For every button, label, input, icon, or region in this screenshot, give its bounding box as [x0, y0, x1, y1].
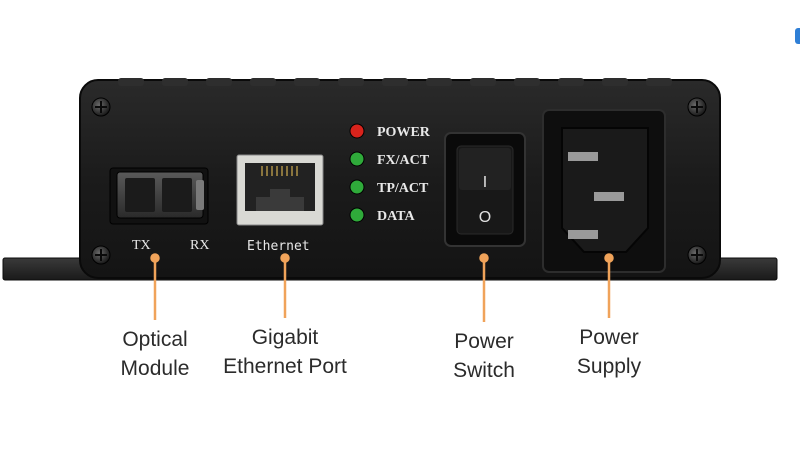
led-label: DATA — [377, 209, 415, 224]
callout-lines — [150, 253, 614, 322]
led-label: POWER — [377, 125, 431, 140]
ethernet-port — [236, 154, 324, 226]
tx-label: TX — [132, 238, 151, 253]
led-indicator — [349, 207, 365, 223]
led-label: TP/ACT — [377, 181, 429, 196]
callout-ethernet-port: Gigabit Ethernet Port — [223, 326, 347, 378]
rx-label: RX — [190, 238, 209, 253]
housing-fin — [514, 78, 540, 86]
housing-fin — [118, 78, 144, 86]
screw-icon — [91, 97, 111, 117]
led-indicator — [349, 151, 365, 167]
housing-fin — [602, 78, 628, 86]
switch-off-mark: O — [479, 209, 491, 226]
power-switch — [444, 132, 526, 247]
blue-edge-mark — [795, 28, 800, 44]
housing-fin — [206, 78, 232, 86]
housing-fin — [294, 78, 320, 86]
optical-module-port — [109, 167, 209, 225]
housing-fin — [382, 78, 408, 86]
housing-fin — [162, 78, 188, 86]
screw-icon — [91, 245, 111, 265]
led-indicator — [349, 123, 365, 139]
housing-fin — [558, 78, 584, 86]
switch-on-mark: I — [483, 174, 487, 191]
screw-icon — [687, 97, 707, 117]
led-indicator — [349, 179, 365, 195]
led-label: FX/ACT — [377, 153, 430, 168]
housing-fin — [250, 78, 276, 86]
housing-fin — [338, 78, 364, 86]
housing-fin — [470, 78, 496, 86]
ethernet-label: Ethernet — [247, 239, 310, 254]
housing-fin — [646, 78, 672, 86]
callout-power-supply: Power Supply — [576, 326, 642, 378]
callout-power-switch: Power Switch — [453, 330, 515, 382]
screw-icon — [687, 245, 707, 265]
callout-optical-module: Optical Module — [120, 328, 190, 380]
power-supply-inlet — [542, 109, 666, 273]
housing-fin — [426, 78, 452, 86]
